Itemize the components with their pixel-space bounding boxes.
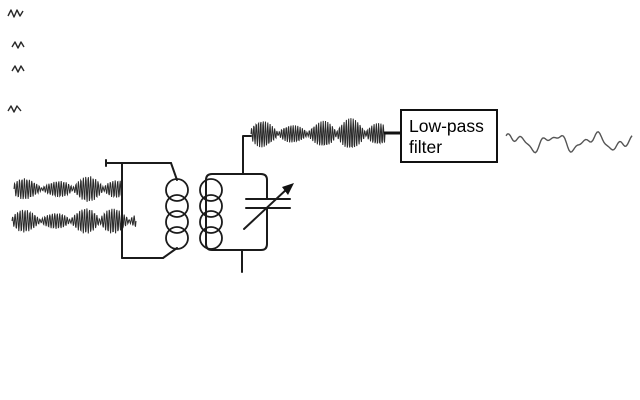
variable-capacitor-arrow: [243, 183, 294, 230]
primary-top-lead: [170, 162, 178, 181]
lowpass-filter-label-line1: Low-pass: [409, 116, 484, 136]
transformer: [162, 162, 223, 259]
antenna-mark-2: [11, 65, 25, 73]
antenna-mark-3: [7, 105, 22, 113]
input-wire-bracket: [105, 159, 172, 259]
tank-circuit: [205, 135, 294, 273]
input-top-wire: [105, 159, 172, 167]
detected-am-signal: [250, 118, 386, 149]
antenna-mark-red: [7, 9, 24, 18]
am-signal-black: [11, 208, 137, 234]
antenna-mark-1: [11, 41, 25, 49]
antenna-lead-marks: [7, 9, 25, 113]
audio-output-signal: [505, 131, 633, 154]
am-signal-red: [13, 176, 123, 202]
transformer-primary-coil: [165, 178, 189, 250]
lowpass-filter-label-line2: filter: [409, 137, 442, 157]
tank-loop-wire: [205, 173, 268, 251]
lowpass-filter-box: [400, 109, 498, 163]
transformer-secondary-coil: [199, 178, 223, 250]
detector-tap-wire: [242, 135, 252, 175]
lowpass-filter-block: Low-pass filter: [400, 109, 498, 163]
